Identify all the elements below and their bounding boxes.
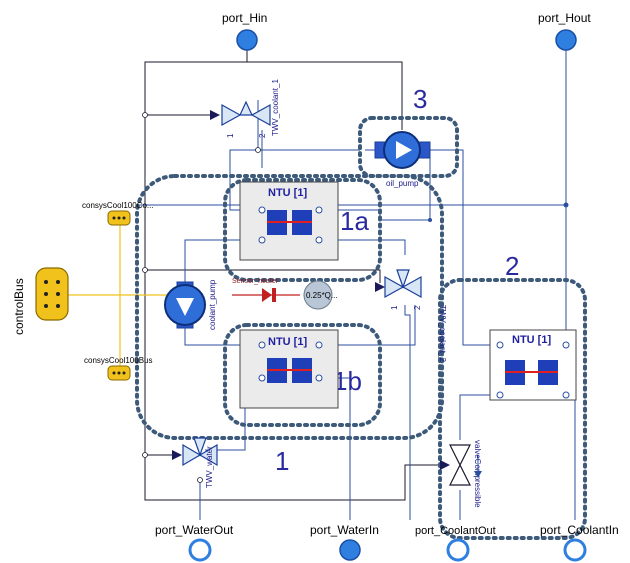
group-1-label: 1	[275, 446, 289, 476]
twv-coolant-2[interactable]: TWV_coolant_2 1 2	[375, 269, 447, 362]
ntu-2-title: NTU [1]	[512, 334, 551, 346]
signal-arrow-icon	[172, 450, 182, 460]
ntu-1b[interactable]: NTU [1]	[239, 329, 339, 409]
group-3-label: 3	[413, 84, 427, 114]
port-hout[interactable]: port_Hout	[538, 11, 591, 51]
ntu-1b-title: NTU [1]	[268, 336, 307, 348]
ntu-2[interactable]: NTU [1]	[489, 329, 577, 401]
port-waterin-label: port_WaterIn	[310, 523, 379, 537]
signal-arrow-icon	[375, 282, 385, 292]
port-coolantin-label: port_CoolantIn	[540, 523, 619, 537]
sensor-icon[interactable]	[303, 280, 333, 310]
twv-coolant-1-pin-2: 2	[258, 133, 267, 138]
heater-sensor[interactable]: Sensor_heater 0.25*Q...	[232, 278, 338, 310]
ntu-1a[interactable]: NTU [1]	[239, 181, 339, 261]
port-coolantout-label: port_CoolantOut	[415, 525, 496, 537]
port-waterout-icon[interactable]	[188, 538, 212, 562]
port-waterin-icon[interactable]	[339, 539, 361, 561]
signal-wires	[144, 42, 445, 501]
heater-label: Sensor_heater	[232, 278, 279, 285]
control-bus-connector-icon[interactable]	[35, 267, 69, 321]
port-waterout[interactable]: port_WaterOut	[155, 523, 234, 562]
port-coolantin-icon[interactable]	[563, 538, 587, 562]
consys-bottom-label: consysCool100Bus	[84, 356, 152, 365]
valve-compressible[interactable]: valveCompressible	[440, 440, 482, 508]
group-3-border	[358, 116, 459, 178]
consys-cool-top[interactable]: consysCool100Co...	[82, 201, 154, 226]
port-coolantout[interactable]: port_CoolantOut	[415, 525, 496, 562]
port-waterout-label: port_WaterOut	[155, 523, 234, 537]
coolant-pump[interactable]: coolant_pump	[164, 279, 217, 330]
group-1b-border	[223, 323, 382, 427]
port-waterin[interactable]: port_WaterIn	[310, 523, 379, 561]
ntu-2-box[interactable]	[489, 329, 577, 401]
twv-water-label: TWV_water	[205, 446, 214, 488]
oil-pump[interactable]: oil_pump	[365, 131, 442, 188]
heater-icon	[262, 288, 272, 302]
port-hin-icon[interactable]	[236, 29, 258, 51]
port-coolantin[interactable]: port_CoolantIn	[540, 523, 619, 562]
twv-coolant-2-pin-1: 1	[390, 305, 399, 310]
junction-dots	[142, 112, 261, 483]
ntu-1a-title: NTU [1]	[268, 187, 307, 199]
three-way-valve-icon[interactable]	[221, 100, 271, 127]
port-hin[interactable]: port_Hin	[222, 11, 267, 51]
twv-water[interactable]: TWV_water	[172, 437, 218, 488]
group-2-label: 2	[505, 251, 519, 281]
twv-coolant-2-label: TWV_coolant_2	[438, 305, 447, 362]
consys-top-label: consysCool100Co...	[82, 201, 154, 210]
sensor-value: 0.25*Q...	[306, 291, 338, 300]
control-bus[interactable]: controlBus	[12, 267, 69, 335]
port-hout-icon[interactable]	[555, 29, 577, 51]
control-bus-label: controlBus	[12, 278, 26, 335]
port-coolantout-icon[interactable]	[446, 538, 470, 562]
port-hout-label: port_Hout	[538, 11, 591, 25]
three-way-valve-icon[interactable]	[384, 269, 422, 299]
consys-cool-bottom[interactable]: consysCool100Bus	[84, 356, 152, 381]
group-1a-border	[223, 178, 382, 282]
coolant-pump-label: coolant_pump	[208, 279, 217, 330]
signal-arrow-icon	[440, 460, 450, 470]
group-1a-label: 1a	[340, 206, 369, 236]
junction-dots-blue	[428, 202, 569, 222]
port-hin-label: port_Hin	[222, 11, 267, 25]
signal-arrow-icon	[210, 110, 220, 120]
group-1-border	[135, 174, 444, 440]
twv-coolant-1-pin-1: 1	[226, 133, 235, 138]
oil-pump-label: oil_pump	[386, 179, 419, 188]
twv-coolant-1[interactable]: TWV_coolant_1 1 2	[210, 79, 280, 138]
twv-coolant-2-pin-2: 2	[413, 305, 422, 310]
group-2-border	[438, 278, 587, 540]
valve-icon[interactable]	[449, 444, 471, 486]
twv-coolant-1-label: TWV_coolant_1	[271, 79, 280, 136]
bus-lines	[68, 218, 175, 372]
three-way-valve-icon[interactable]	[182, 437, 218, 467]
